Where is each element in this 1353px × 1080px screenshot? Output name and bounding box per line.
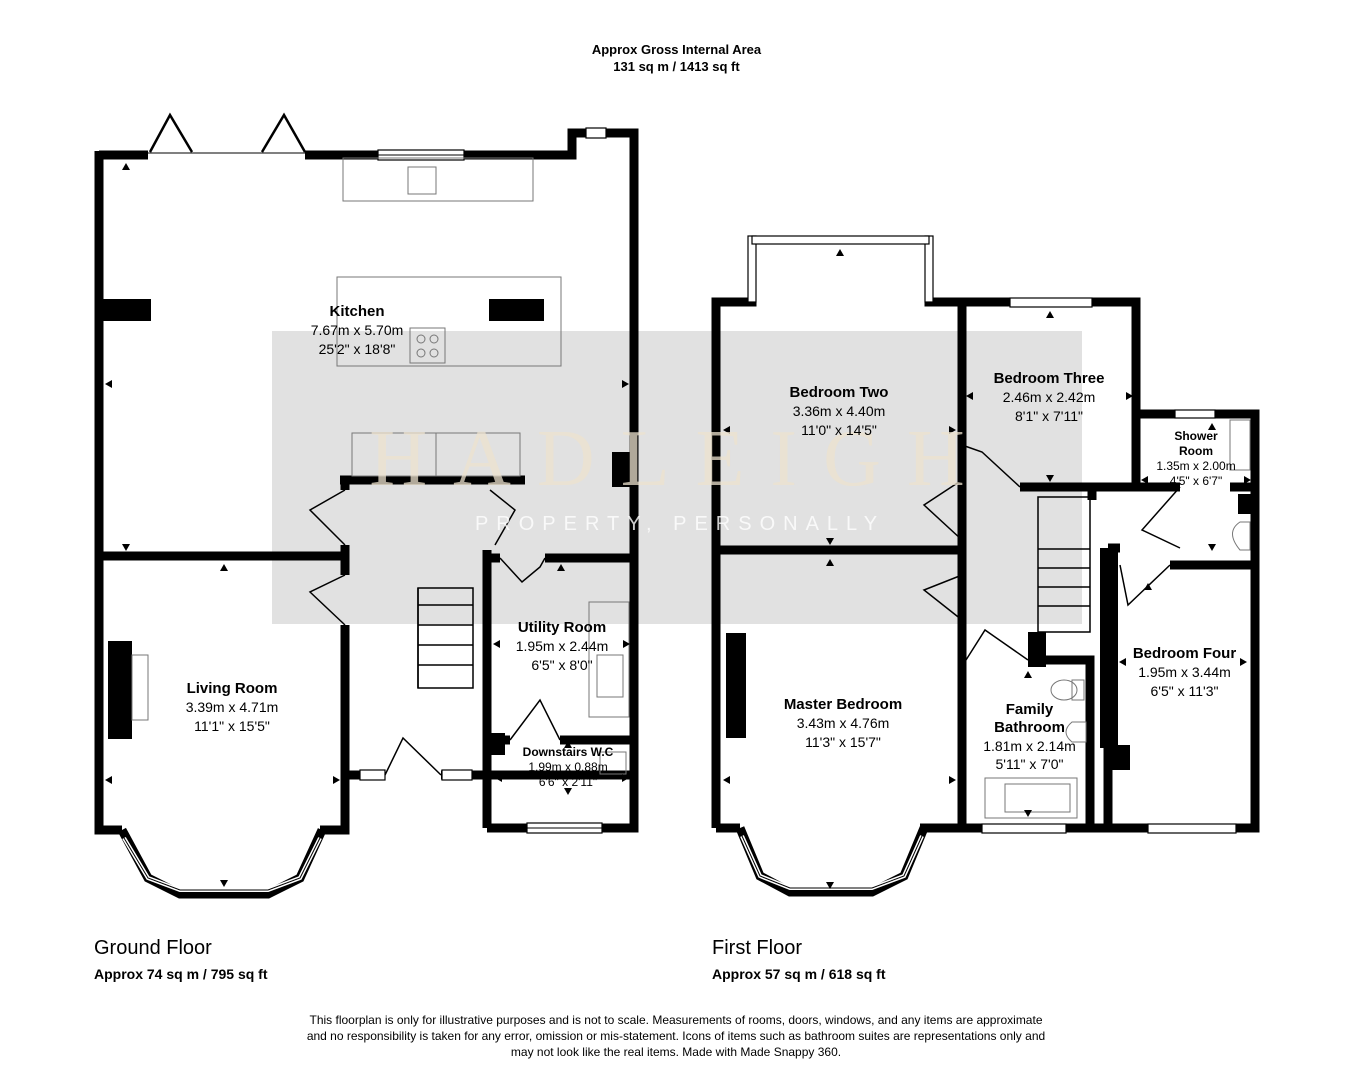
room-imperial: 4'5" x 6'7" xyxy=(1169,474,1223,488)
disclaimer-line: may not look like the real items. Made w… xyxy=(510,1045,842,1059)
room-metric: 1.95m x 2.44m xyxy=(515,638,609,654)
room-imperial: 11'3" x 15'7" xyxy=(805,734,881,750)
room-metric: 1.99m x 0.88m xyxy=(528,760,608,774)
gross-area-value: 131 sq m / 1413 sq ft xyxy=(613,59,740,74)
room-name: Utility Room xyxy=(517,619,607,636)
room-bedroom-three: Bedroom Three 2.46m x 2.42m 8'1" x 7'11" xyxy=(964,369,1134,426)
gross-area-title: Approx Gross Internal Area xyxy=(591,42,762,57)
room-imperial: 6'5" x 11'3" xyxy=(1150,683,1219,699)
room-imperial: 11'0" x 14'5" xyxy=(801,422,877,438)
room-name: Bedroom Three xyxy=(993,370,1105,387)
room-imperial: 8'1" x 7'11" xyxy=(1015,408,1083,424)
room-imperial: 11'1" x 15'5" xyxy=(194,718,270,734)
room-metric: 1.81m x 2.14m xyxy=(983,738,1076,754)
room-name: Downstairs W.C xyxy=(522,745,614,759)
room-wc: Downstairs W.C 1.99m x 0.88m 6'6" x 2'11… xyxy=(493,745,643,790)
disclaimer-line: and no responsibility is taken for any e… xyxy=(306,1029,1046,1043)
room-kitchen: Kitchen 7.67m x 5.70m 25'2" x 18'8" xyxy=(262,302,452,359)
disclaimer: This floorplan is only for illustrative … xyxy=(176,1012,1176,1060)
room-metric: 3.43m x 4.76m xyxy=(796,715,890,731)
room-metric: 3.39m x 4.71m xyxy=(185,699,279,715)
room-imperial: 6'6" x 2'11" xyxy=(538,775,598,789)
room-name: Room xyxy=(1179,444,1213,458)
room-name: Bathroom xyxy=(994,719,1065,736)
watermark-tagline: PROPERTY, PERSONALLY xyxy=(474,513,886,535)
watermark-logo: HADLEIGH xyxy=(369,415,991,503)
room-name: Family xyxy=(1005,701,1054,718)
room-imperial: 25'2" x 18'8" xyxy=(318,341,396,357)
room-bedroom-four: Bedroom Four 1.95m x 3.44m 6'5" x 11'3" xyxy=(1112,644,1257,701)
room-metric: 1.35m x 2.00m xyxy=(1156,459,1236,473)
room-name: Kitchen xyxy=(329,303,385,320)
room-name: Bedroom Four xyxy=(1132,645,1237,662)
room-imperial: 5'11" x 7'0" xyxy=(995,756,1064,772)
room-shower: Shower Room 1.35m x 2.00m 4'5" x 6'7" xyxy=(1140,429,1252,489)
ground-floor-area: Approx 74 sq m / 795 sq ft xyxy=(94,966,268,982)
room-imperial: 6'5" x 8'0" xyxy=(531,657,593,673)
room-name: Living Room xyxy=(186,680,278,697)
room-metric: 7.67m x 5.70m xyxy=(310,322,404,338)
room-bedroom-two: Bedroom Two 3.36m x 4.40m 11'0" x 14'5" xyxy=(744,383,934,440)
room-living: Living Room 3.39m x 4.71m 11'1" x 15'5" xyxy=(137,679,327,736)
room-metric: 1.95m x 3.44m xyxy=(1138,664,1231,680)
room-metric: 3.36m x 4.40m xyxy=(792,403,886,419)
disclaimer-line: This floorplan is only for illustrative … xyxy=(309,1013,1043,1027)
room-name: Shower xyxy=(1174,429,1218,443)
room-utility: Utility Room 1.95m x 2.44m 6'5" x 8'0" xyxy=(487,618,637,675)
room-name: Master Bedroom xyxy=(783,696,903,713)
room-family-bathroom: Family Bathroom 1.81m x 2.14m 5'11" x 7'… xyxy=(962,701,1097,773)
room-name: Bedroom Two xyxy=(789,384,889,401)
room-metric: 2.46m x 2.42m xyxy=(1002,389,1096,405)
room-master-bedroom: Master Bedroom 3.43m x 4.76m 11'3" x 15'… xyxy=(743,695,943,752)
ground-floor-title: Ground Floor xyxy=(94,937,212,959)
first-floor-title: First Floor xyxy=(712,937,802,959)
first-floor-area: Approx 57 sq m / 618 sq ft xyxy=(712,966,886,982)
